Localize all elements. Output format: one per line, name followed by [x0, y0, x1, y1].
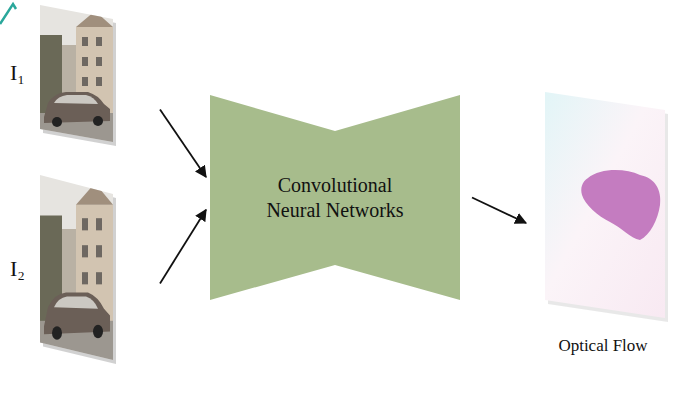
input-image [40, 5, 116, 146]
output-image-node: Optical Flow [536, 88, 670, 358]
corner-mark [0, 4, 16, 24]
flow-arrow [472, 198, 526, 224]
image-label: I₁ [10, 59, 25, 87]
flow-arrow [160, 210, 206, 284]
block-label: Convolutional Neural Networks [250, 173, 420, 223]
network-block: Convolutional Neural Networks [210, 95, 460, 300]
input-image-node: I₂ [6, 175, 120, 362]
image-label: I₂ [10, 255, 25, 283]
input-image [40, 175, 116, 364]
flow-image [545, 92, 668, 322]
flow-arrow [160, 109, 206, 177]
hourglass-shape [210, 95, 460, 300]
input-image-node: I₁ [6, 3, 120, 143]
image-caption: Optical Flow [558, 335, 647, 356]
